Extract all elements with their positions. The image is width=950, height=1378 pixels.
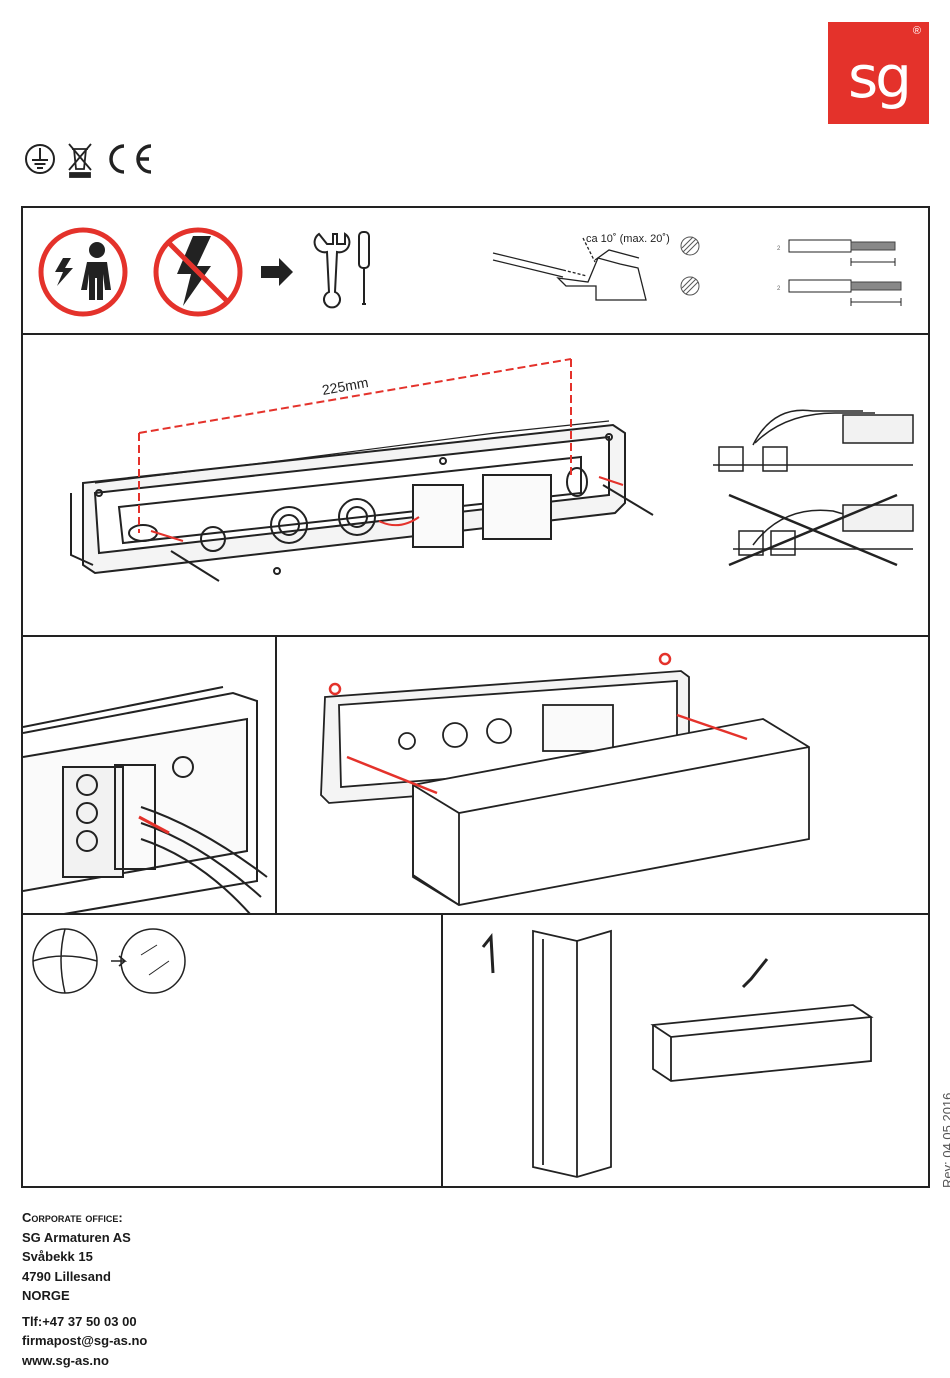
strip-mark-2: 2 [777, 286, 781, 292]
step-4-cleaning-panel [23, 915, 443, 1188]
mounting-plate-drawing [71, 421, 653, 581]
assembly-drawing [321, 671, 809, 905]
terminal-detail-drawing [23, 687, 267, 915]
wrench-icon [315, 234, 350, 307]
phone: Tlf:+47 37 50 03 00 [22, 1312, 322, 1332]
dimension-label: 225mm [321, 374, 370, 398]
wire-strip-length-diagram [789, 240, 901, 306]
cable-routing-wrong-diagram [729, 495, 913, 565]
website-link[interactable]: www.sg-as.no [22, 1351, 322, 1371]
step-2-panel: 225mm [23, 335, 928, 637]
cable-routing-ok-diagram [713, 410, 913, 471]
company-name: SG Armaturen AS [22, 1228, 322, 1248]
registered-mark: ® [913, 25, 921, 37]
wire-bend-label: ca 10˚ (max. 20˚) [586, 233, 670, 245]
email-link[interactable]: firmapost@sg-as.no [22, 1331, 322, 1351]
qualified-electrician-icon [41, 230, 125, 314]
power-off-icon [156, 230, 240, 314]
certification-symbols [24, 140, 156, 178]
wire-type-icons [681, 237, 699, 295]
earth-ground-icon [26, 145, 54, 173]
step-3-assembly-panel [277, 637, 928, 915]
step-1-panel: ca 10˚ (max. 20˚) 2 2 [23, 208, 928, 335]
street-address: Svåbekk 15 [22, 1247, 322, 1267]
sg-logo: ® sg [828, 22, 929, 124]
country: NORGE [22, 1286, 322, 1306]
logo-text: sg [828, 48, 929, 106]
ce-mark-icon [111, 146, 151, 172]
corporate-footer: Corporate office: SG Armaturen AS Svåbek… [22, 1208, 322, 1370]
weee-crossed-bin-icon [69, 144, 91, 177]
strip-mark-1: 2 [777, 246, 781, 252]
step-4-orientation-panel [443, 915, 928, 1188]
instruction-frame: ca 10˚ (max. 20˚) 2 2 [21, 206, 930, 1188]
step-3-detail-panel [23, 637, 277, 915]
glass-cleaning-diagram [33, 929, 185, 993]
revision-date: Rev: 04.05.2016 [938, 1070, 950, 1190]
postal-address: 4790 Lillesand [22, 1267, 322, 1287]
footer-heading: Corporate office: [22, 1208, 322, 1228]
arrow-right-icon [261, 258, 293, 286]
wire-insertion-diagram [493, 238, 646, 300]
orientation-drawing [483, 931, 871, 1177]
screwdriver-icon [359, 232, 369, 304]
